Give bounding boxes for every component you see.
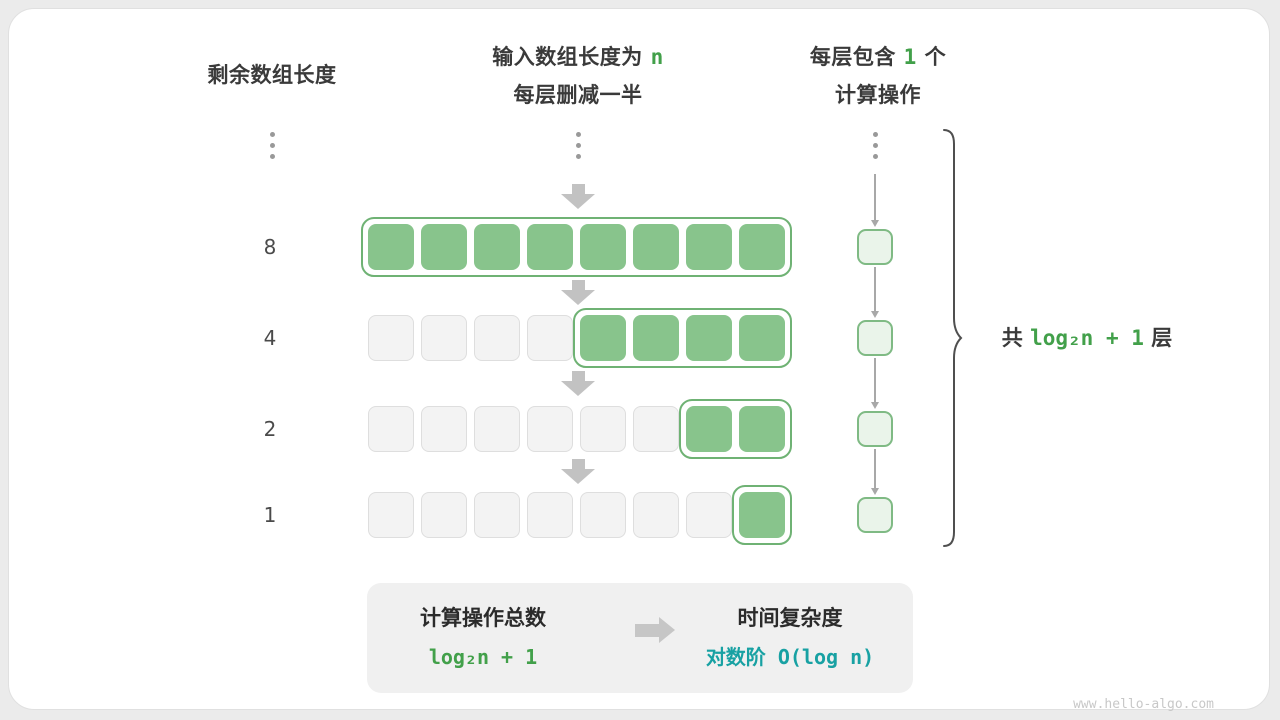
array-cell-active bbox=[368, 224, 414, 270]
row-length-label: 1 bbox=[263, 503, 277, 527]
array-cell-discarded bbox=[580, 406, 626, 452]
operation-cell bbox=[857, 229, 893, 265]
array-cell-discarded bbox=[474, 315, 520, 361]
array-cell-active bbox=[686, 315, 732, 361]
array-cell-active bbox=[580, 224, 626, 270]
array-cell-active bbox=[633, 224, 679, 270]
active-subarray-outline bbox=[732, 485, 792, 545]
ellipsis-middle bbox=[573, 132, 583, 159]
header-text: 每层包含 bbox=[809, 45, 904, 69]
row-length-label: 4 bbox=[263, 326, 277, 350]
array-cell-discarded bbox=[421, 406, 467, 452]
arrow-down-icon bbox=[561, 279, 595, 305]
array-cell-active bbox=[739, 224, 785, 270]
array-cell-active bbox=[474, 224, 520, 270]
column-header-halving: 每层删减一半 bbox=[513, 83, 643, 107]
header-text: 输入数组长度为 bbox=[492, 45, 651, 69]
column-header-operations: 计算操作 bbox=[835, 83, 921, 107]
active-subarray-outline bbox=[361, 217, 792, 277]
array-cell-discarded bbox=[527, 492, 573, 538]
operation-cell bbox=[857, 497, 893, 533]
active-subarray-outline bbox=[679, 399, 792, 459]
array-cell-active bbox=[527, 224, 573, 270]
watermark: www.hello-algo.com bbox=[1073, 697, 1214, 712]
array-cell-discarded bbox=[686, 492, 732, 538]
header-text: 个 bbox=[916, 45, 947, 69]
array-cell-discarded bbox=[474, 406, 520, 452]
time-complexity-value: 对数阶 O(log n) bbox=[705, 645, 875, 669]
array-cell-active bbox=[633, 315, 679, 361]
label-text: 层 bbox=[1143, 326, 1173, 350]
arrow-right-icon bbox=[635, 617, 675, 643]
array-cell-discarded bbox=[368, 492, 414, 538]
row-length-label: 2 bbox=[263, 417, 277, 441]
time-complexity-title: 时间复杂度 bbox=[737, 606, 843, 630]
level-count-label: 共 log₂n + 1 层 bbox=[962, 324, 1212, 352]
array-cell-active bbox=[580, 315, 626, 361]
array-cell-discarded bbox=[527, 406, 573, 452]
flow-connector-arrow bbox=[871, 174, 879, 227]
operations-total-value: log₂n + 1 bbox=[428, 645, 538, 669]
code-n: n bbox=[650, 45, 664, 69]
summary-box: 计算操作总数 log₂n + 1 时间复杂度 对数阶 O(log n) bbox=[367, 583, 913, 693]
column-header-per-level-ops: 每层包含 1 个 bbox=[728, 44, 1028, 70]
ellipsis-right bbox=[870, 132, 880, 159]
array-cell-active bbox=[739, 315, 785, 361]
code-log2n-plus-1: log₂n + 1 bbox=[1030, 326, 1144, 350]
operations-total-title: 计算操作总数 bbox=[420, 606, 546, 630]
arrow-down-icon bbox=[561, 459, 595, 484]
column-header-input-length: 输入数组长度为 n bbox=[428, 44, 728, 70]
label-text: 共 bbox=[1001, 326, 1031, 350]
flow-connector-arrow bbox=[871, 449, 879, 495]
array-cell-discarded bbox=[633, 492, 679, 538]
column-header-remaining-length: 剩余数组长度 bbox=[207, 63, 337, 87]
array-cell-active bbox=[421, 224, 467, 270]
array-cell-discarded bbox=[421, 492, 467, 538]
flow-connector-arrow bbox=[871, 267, 879, 318]
array-cell-active bbox=[686, 406, 732, 452]
array-cell-discarded bbox=[474, 492, 520, 538]
array-cell-active bbox=[686, 224, 732, 270]
array-cell-discarded bbox=[580, 492, 626, 538]
array-cell-discarded bbox=[421, 315, 467, 361]
operation-cell bbox=[857, 411, 893, 447]
arrow-down-icon bbox=[561, 184, 595, 209]
active-subarray-outline bbox=[573, 308, 792, 368]
array-cell-active bbox=[739, 492, 785, 538]
ellipsis-left bbox=[267, 132, 277, 159]
arrow-down-icon bbox=[561, 370, 595, 396]
code-one: 1 bbox=[903, 45, 917, 69]
array-cell-active bbox=[739, 406, 785, 452]
array-cell-discarded bbox=[368, 315, 414, 361]
brace-icon bbox=[943, 129, 963, 547]
array-cell-discarded bbox=[527, 315, 573, 361]
operation-cell bbox=[857, 320, 893, 356]
array-cell-discarded bbox=[633, 406, 679, 452]
row-length-label: 8 bbox=[263, 235, 277, 259]
array-cell-discarded bbox=[368, 406, 414, 452]
flow-connector-arrow bbox=[871, 358, 879, 409]
